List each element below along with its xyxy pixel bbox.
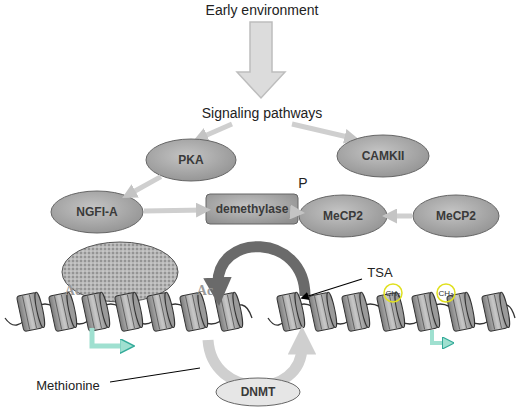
transcription-arrow [92, 328, 124, 346]
node-text: NGFI-A [76, 205, 117, 219]
node-text: PKA [178, 153, 203, 167]
signal-connector [144, 210, 205, 211]
methyl-circle [384, 284, 402, 302]
protein-ellipse: MeCP2 [412, 194, 500, 238]
protein-ellipse: MeCP2 [298, 194, 388, 238]
nucleosomes [16, 292, 511, 332]
methyl-mark: CH₃ [386, 289, 401, 298]
node-text: MeCP2 [436, 209, 476, 223]
heading-text: Early environment [206, 2, 319, 18]
drug-label: TSA [367, 265, 392, 280]
leader-line [110, 368, 200, 382]
enzyme-box: demethylase [205, 193, 299, 225]
demethylation-arrow [218, 247, 305, 296]
node-text: CAMKII [362, 149, 405, 163]
factor-ellipse: NGFI-A [50, 190, 144, 234]
node-text: DNMT [241, 385, 276, 399]
node-text: demethylase [216, 202, 289, 216]
signal-connector [127, 177, 161, 196]
phospho-mark: P [298, 175, 307, 191]
methyl-mark: CH₃ [439, 289, 454, 298]
enzyme-ellipse: DNMT [215, 377, 301, 407]
kinase-ellipse: CAMKII [336, 134, 430, 178]
pathway-text: Signaling pathways [202, 105, 323, 121]
substrate-label: Methionine [36, 378, 100, 393]
big-down-arrow [237, 22, 285, 98]
signal-arrow [200, 124, 232, 138]
node-text: MeCP2 [323, 209, 363, 223]
tsa-arrow [302, 279, 362, 298]
signal-connector [388, 214, 412, 219]
transcription-arrow [432, 330, 446, 343]
signal-arrow [292, 124, 352, 138]
methyl-circle [437, 284, 455, 302]
kinase-ellipse: PKA [145, 138, 237, 182]
acetyl-mark: Ac [197, 283, 213, 299]
acetyl-mark: Ac [65, 283, 81, 299]
